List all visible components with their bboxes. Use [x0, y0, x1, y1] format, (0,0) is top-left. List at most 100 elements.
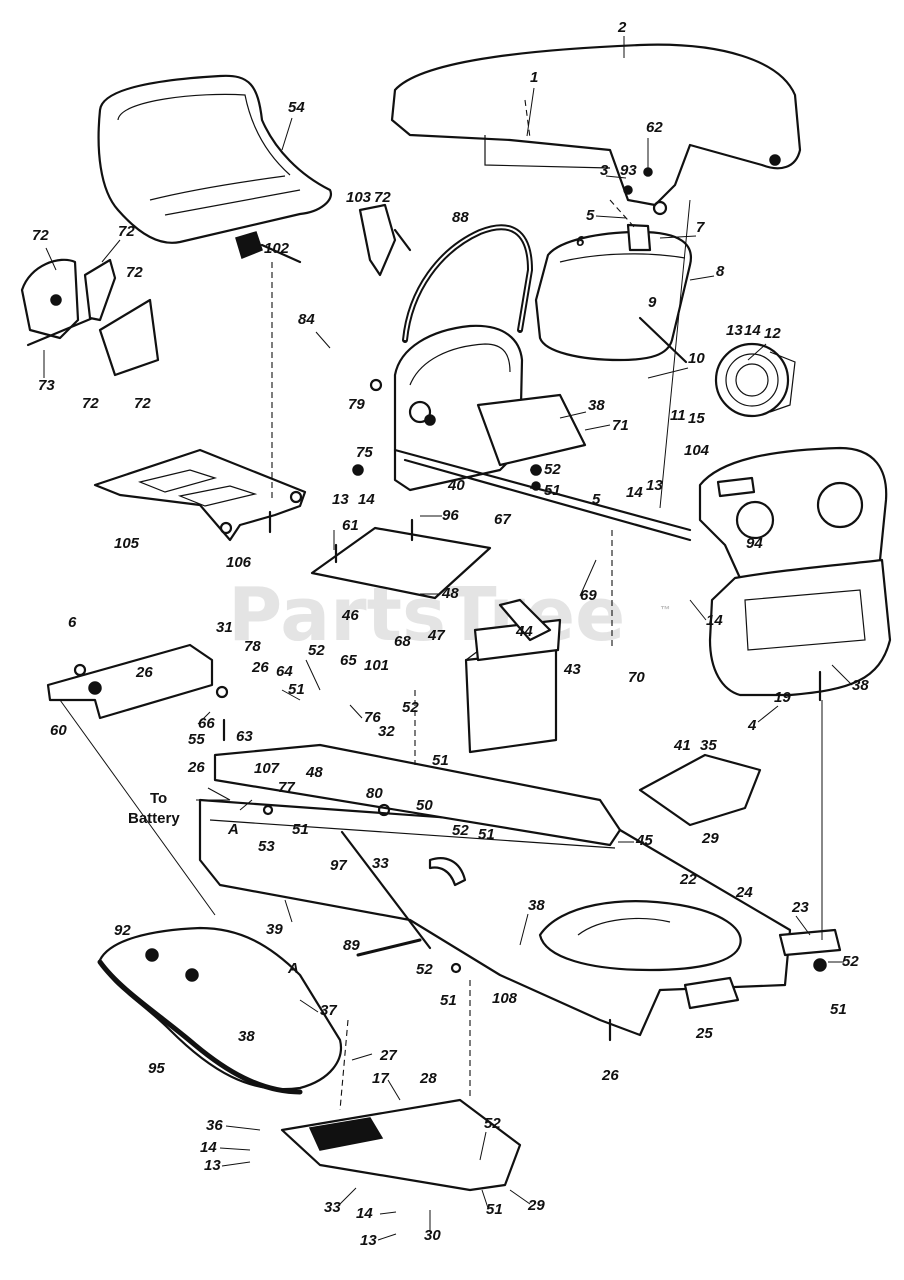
fuel-tank-part: [534, 199, 693, 362]
callout: 12: [764, 325, 781, 342]
callout: 14: [626, 484, 643, 501]
callout: 54: [288, 99, 305, 116]
callout: 29: [527, 1197, 545, 1214]
callout: 5: [592, 491, 601, 508]
callout: 77: [278, 779, 295, 796]
callout: 89: [343, 937, 360, 954]
callout: 43: [563, 661, 581, 678]
callout: 61: [342, 517, 359, 534]
callout: 48: [441, 585, 459, 602]
callout: 52: [544, 461, 561, 478]
note-line-1: To: [150, 790, 167, 807]
callout: 14: [744, 322, 761, 339]
callout: 52: [308, 642, 325, 659]
callout: A: [227, 821, 239, 838]
callout: 62: [646, 119, 663, 136]
callout: 84: [298, 311, 315, 328]
callout: 32: [378, 723, 395, 740]
battery-part: [464, 598, 562, 754]
callout: 75: [356, 444, 373, 461]
callout: 70: [628, 669, 645, 686]
callout: 25: [695, 1025, 713, 1042]
callout: 11: [670, 407, 686, 424]
left-bracket-part: [46, 643, 214, 720]
callout: 52: [416, 961, 433, 978]
callout: 22: [679, 871, 697, 888]
callout: 38: [588, 397, 605, 414]
callout: 65: [340, 652, 357, 669]
callout: 73: [38, 377, 55, 394]
callout: 105: [114, 535, 140, 552]
callout: 38: [238, 1028, 255, 1045]
callout: 13: [204, 1157, 221, 1174]
callout: 24: [735, 884, 753, 901]
callout: 13: [360, 1232, 377, 1249]
callout: 26: [135, 664, 153, 681]
callout: 51: [478, 826, 495, 843]
callout: 38: [852, 677, 869, 694]
callout: 72: [134, 395, 151, 412]
callout: 88: [452, 209, 469, 226]
callout: 80: [366, 785, 383, 802]
callout: 33: [372, 855, 389, 872]
callout: 37: [320, 1002, 337, 1019]
callout: 63: [236, 728, 253, 745]
callout: 78: [244, 638, 261, 655]
headlight-part: [714, 342, 796, 418]
callout: 72: [82, 395, 99, 412]
callout: 72: [118, 223, 135, 240]
callout: 3: [600, 162, 609, 179]
callout: 71: [612, 417, 629, 434]
callout: 47: [427, 627, 445, 644]
callout: 26: [601, 1067, 619, 1084]
callout: 33: [324, 1199, 341, 1216]
hood-part: [390, 43, 802, 216]
callout: 69: [580, 587, 597, 604]
callout: 72: [126, 264, 143, 281]
callout: 66: [198, 715, 215, 732]
callout: 14: [706, 612, 723, 629]
to-battery-note: To Battery: [128, 790, 230, 827]
callout: 64: [276, 663, 293, 680]
left-footrest-part: [280, 1098, 522, 1192]
callout: 52: [484, 1115, 501, 1132]
callout: 53: [258, 838, 275, 855]
callout: 36: [206, 1117, 223, 1134]
callout: 102: [264, 240, 290, 257]
battery-plate-part: [310, 526, 492, 600]
ignition-switch-part: [235, 231, 302, 500]
callout: 31: [216, 619, 233, 636]
callout: 46: [341, 607, 359, 624]
grip-tube-part: [402, 224, 533, 343]
callout: 107: [254, 760, 280, 777]
callout: 45: [635, 832, 653, 849]
callout: 76: [364, 709, 381, 726]
callout: 68: [394, 633, 411, 650]
callout: 50: [416, 797, 433, 814]
callout: 26: [251, 659, 269, 676]
seat-bracket-part: [93, 448, 307, 542]
callout: 93: [620, 162, 637, 179]
callout: 51: [288, 681, 305, 698]
callout: 51: [440, 992, 457, 1009]
frame-chassis-part: [198, 743, 842, 1037]
callout: 6: [68, 614, 77, 631]
grille-nose-part: [698, 446, 892, 697]
callout: 51: [292, 821, 309, 838]
callout: 13: [646, 477, 663, 494]
callout: 13: [332, 491, 349, 508]
callout: 2: [617, 19, 627, 36]
callout: 6: [576, 233, 585, 250]
callout: 101: [364, 657, 389, 674]
callout: 28: [419, 1070, 437, 1087]
callout: 52: [402, 699, 419, 716]
callout: 104: [684, 442, 710, 459]
callout: 29: [701, 830, 719, 847]
callout: 35: [700, 737, 717, 754]
callout: 13: [726, 322, 743, 339]
throttle-control-part: [358, 203, 412, 277]
callout: 10: [688, 350, 705, 367]
callout: 52: [842, 953, 859, 970]
callout: 27: [379, 1047, 397, 1064]
